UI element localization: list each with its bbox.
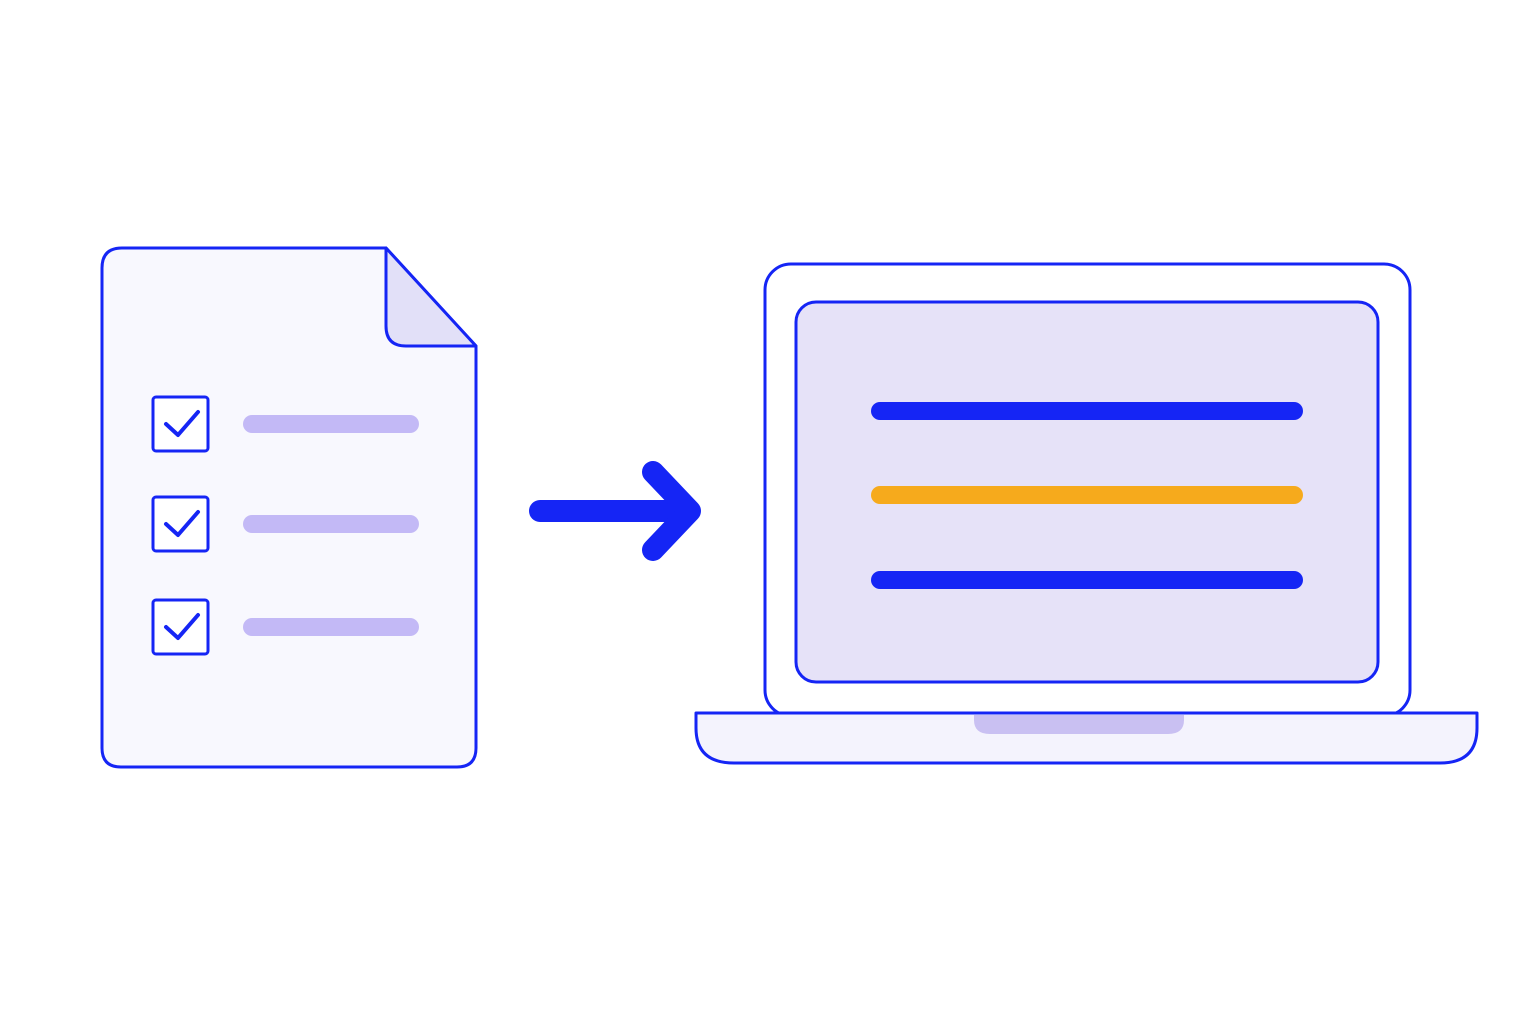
- checked-checkbox-icon: [151, 495, 210, 553]
- checklist-item: [151, 598, 419, 656]
- laptop-trackpad-notch: [974, 715, 1184, 734]
- laptop-icon: [694, 262, 1479, 765]
- document-checklist-icon: [100, 246, 478, 769]
- laptop-base: [694, 711, 1479, 765]
- checklist-item: [151, 495, 419, 553]
- checked-checkbox-icon: [151, 395, 210, 453]
- checkmark-icon: [164, 410, 200, 437]
- document-folded-corner: [384, 246, 478, 348]
- checkmark-icon: [164, 510, 200, 537]
- checkmark-icon: [164, 613, 200, 640]
- arrow-right-icon: [529, 461, 701, 561]
- screen-content: [871, 402, 1303, 589]
- checklist: [151, 395, 419, 656]
- checklist-item: [151, 395, 419, 453]
- checked-checkbox-icon: [151, 598, 210, 656]
